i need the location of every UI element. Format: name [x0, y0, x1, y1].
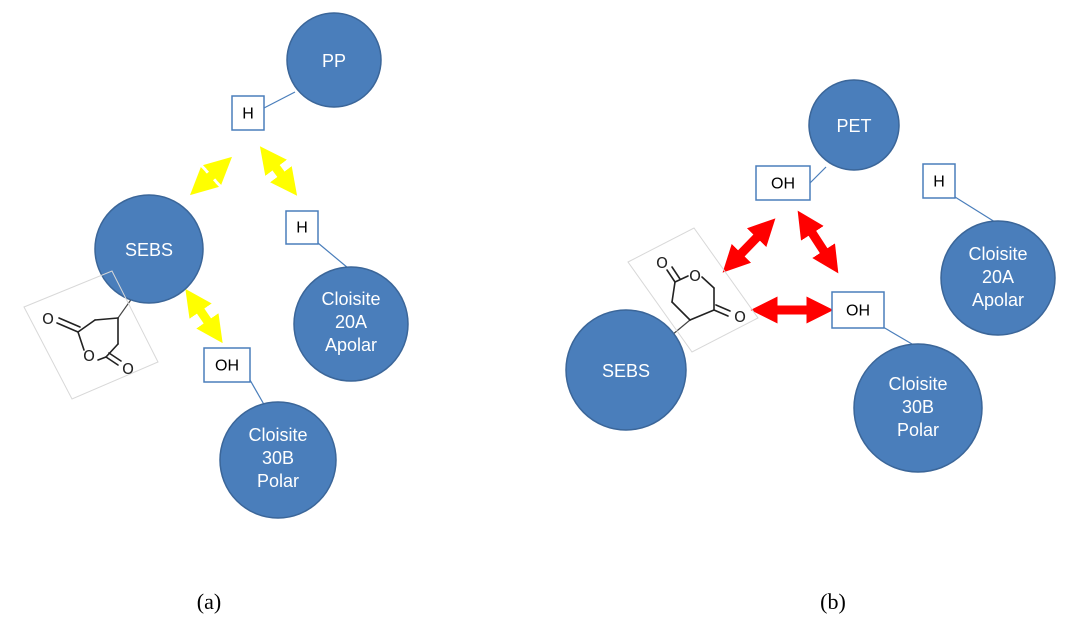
box-label: H [933, 174, 945, 191]
anhydride-structure-b: O O O [627, 227, 759, 353]
panel-a: PP SEBS Cloisite 20A Apolar Cloisite 30B… [23, 12, 409, 614]
node-label: SEBS [602, 361, 650, 381]
connector-20a-h [317, 242, 349, 269]
panel-b: PET SEBS Cloisite 20A Apolar Cloisite 30… [565, 79, 1056, 614]
atom-label: O [122, 360, 134, 378]
arrow-anhydride-pet-oh [722, 218, 776, 273]
box-oh-pet: OH [755, 165, 811, 201]
box-label: H [242, 106, 254, 123]
arrow-sebs-30b [185, 288, 223, 344]
atom-label: O [83, 347, 95, 365]
node-label: 30B [262, 448, 294, 468]
connector-pp-h [263, 91, 296, 109]
connector-30b-oh [882, 326, 913, 345]
anhydride-structure-a: O O O [23, 270, 159, 400]
caption-a: (a) [197, 589, 221, 614]
node-label: Apolar [325, 335, 377, 355]
node-pp: PP [286, 12, 382, 108]
arrow-sebs-pp [190, 156, 232, 196]
structure-frame [627, 227, 759, 353]
node-cloisite-20a: Cloisite 20A Apolar [293, 266, 409, 382]
box-h-20a: H [285, 210, 319, 245]
caption-b: (b) [820, 589, 846, 614]
node-label: PET [836, 116, 871, 136]
atom-label: O [689, 267, 701, 285]
box-oh-30b: OH [203, 347, 251, 383]
connector-sebs-anhydride [671, 319, 691, 336]
node-label: Polar [257, 471, 299, 491]
box-label: OH [846, 303, 870, 320]
node-label: 20A [335, 312, 367, 332]
node-label: SEBS [125, 240, 173, 260]
atom-label: O [734, 308, 746, 326]
structure-frame [23, 270, 159, 400]
node-cloisite-20a: Cloisite 20A Apolar [940, 220, 1056, 336]
atom-label: O [656, 254, 668, 272]
arrow-pet-oh-30b-oh [797, 210, 839, 274]
node-sebs: SEBS [565, 309, 687, 431]
node-label: Cloisite [248, 425, 307, 445]
node-cloisite-30b: Cloisite 30B Polar [219, 401, 337, 519]
box-h-20a: H [922, 163, 956, 199]
node-label: Apolar [972, 290, 1024, 310]
box-label: OH [215, 358, 239, 375]
node-label: Polar [897, 420, 939, 440]
node-label: 30B [902, 397, 934, 417]
node-sebs: SEBS [94, 194, 204, 304]
box-label: OH [771, 176, 795, 193]
node-label: Cloisite [968, 244, 1027, 264]
node-label: Cloisite [321, 289, 380, 309]
box-oh-30b: OH [831, 291, 885, 329]
atom-label: O [42, 310, 54, 328]
node-pet: PET [808, 79, 900, 171]
connector-20a-h [954, 196, 996, 223]
box-label: H [296, 220, 308, 237]
node-label: 20A [982, 267, 1014, 287]
node-label: Cloisite [888, 374, 947, 394]
connector-pet-oh [809, 166, 827, 184]
box-h-pp: H [231, 95, 265, 131]
node-label: PP [322, 51, 346, 71]
node-cloisite-30b: Cloisite 30B Polar [853, 343, 983, 473]
arrow-pp-20a [259, 146, 298, 196]
